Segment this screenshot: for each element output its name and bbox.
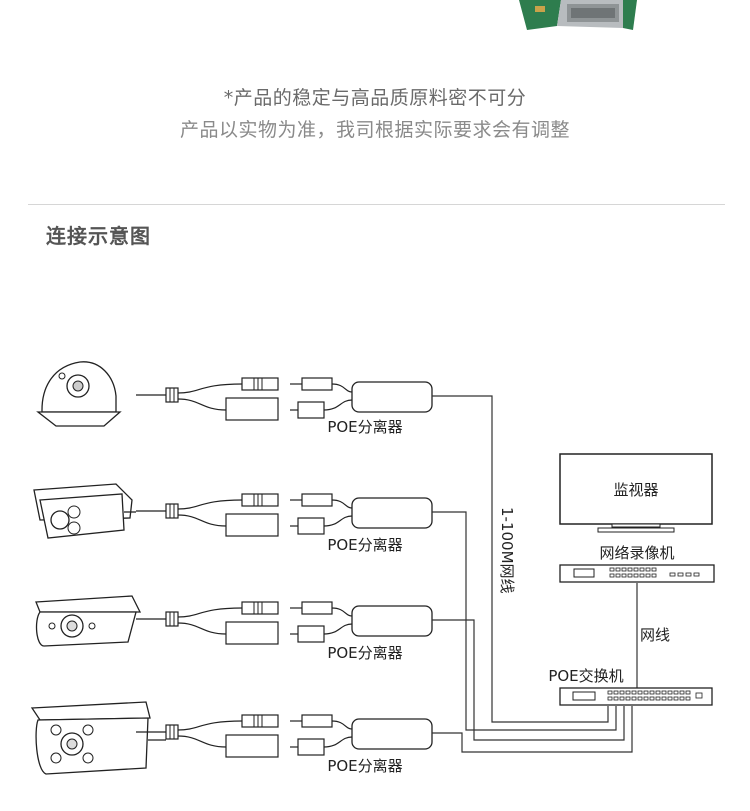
nvr-icon bbox=[559, 564, 715, 583]
monitor-label: 监视器 bbox=[613, 481, 658, 499]
cable-label: 1-100M网线 bbox=[498, 507, 516, 594]
dome-camera-icon bbox=[36, 361, 122, 427]
nvr-label: 网络录像机 bbox=[599, 544, 674, 562]
bullet-camera-large-icon bbox=[30, 701, 166, 775]
network-cables bbox=[432, 395, 638, 753]
section-divider bbox=[28, 204, 725, 205]
product-photo bbox=[505, 0, 645, 36]
bullet-camera-icon bbox=[33, 483, 136, 539]
network-cable-label: 网线 bbox=[640, 626, 670, 644]
tagline-secondary: 产品以实物为准，我司根据实际要求会有调整 bbox=[179, 119, 570, 141]
monitor-icon bbox=[559, 453, 713, 533]
box-camera-icon bbox=[35, 595, 142, 647]
tagline-primary: *产品的稳定与高品质原料密不可分 bbox=[223, 87, 527, 109]
splitter-label-2: POE分离器 bbox=[327, 536, 402, 554]
poe-switch-label: POE交换机 bbox=[548, 667, 623, 685]
splitter-label-4: POE分离器 bbox=[327, 757, 402, 775]
splitter-label-1: POE分离器 bbox=[327, 418, 402, 436]
splitter-label-3: POE分离器 bbox=[327, 644, 402, 662]
section-title: 连接示意图 bbox=[46, 224, 151, 248]
poe-switch-icon bbox=[559, 687, 713, 706]
